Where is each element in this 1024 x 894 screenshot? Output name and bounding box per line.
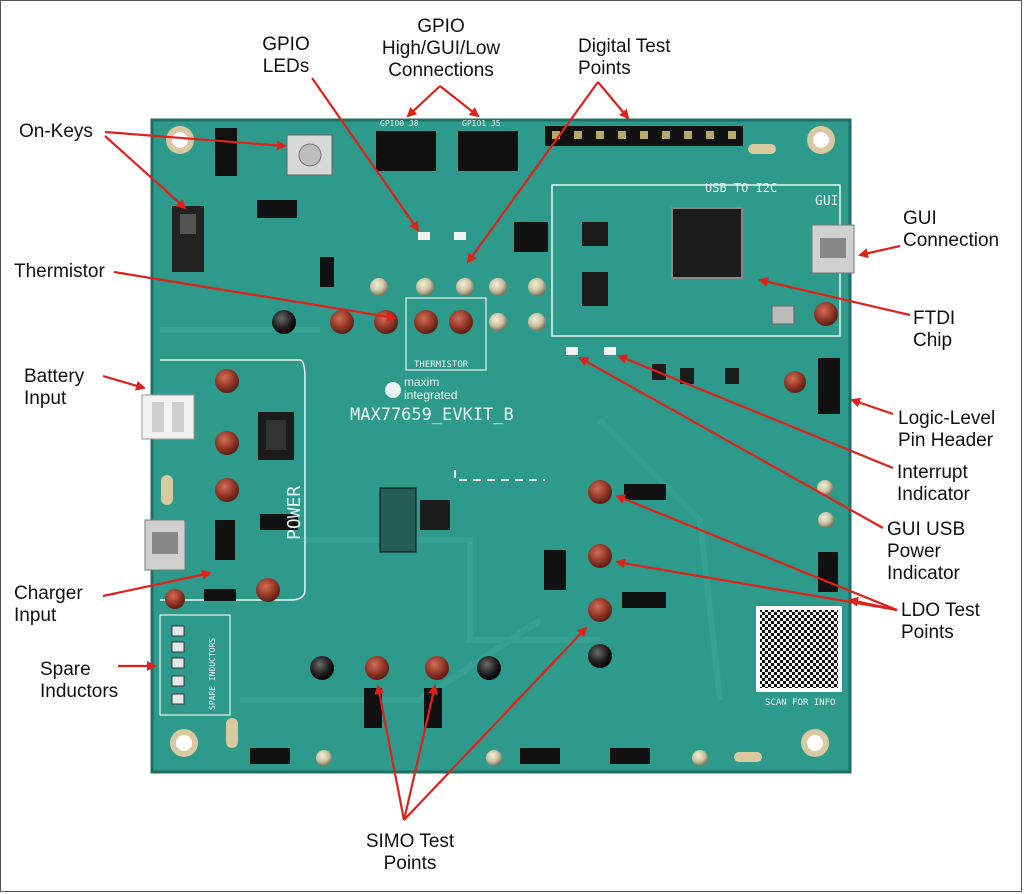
label-battery-input: Battery Input — [24, 366, 85, 409]
leds — [418, 232, 616, 355]
scan-for-info-silk: SCAN FOR INFO — [765, 698, 835, 708]
label-ftdi-chip: FTDI Chip — [913, 308, 956, 351]
label-gui-connection: GUI Connection — [903, 208, 1000, 251]
thermistor-silk: THERMISTOR — [414, 360, 469, 370]
brand-silk-1: maxim — [404, 375, 439, 389]
label-spare-inductors: Spare Inductors — [40, 659, 119, 702]
label-simo-test-points: SIMO Test Points — [365, 831, 455, 874]
gui-silk: GUI — [815, 194, 838, 209]
label-thermistor: Thermistor — [14, 261, 105, 282]
ftdi-chip — [671, 207, 743, 279]
label-digital-test-points: Digital Test Points — [578, 36, 671, 79]
label-gpio-leds: GPIO LEDs — [262, 34, 310, 77]
label-logic-level: Logic-Level Pin Header — [898, 408, 996, 451]
label-gpio-connections: GPIO High/GUI/Low Connections — [381, 16, 501, 81]
power-silk: POWER — [284, 486, 305, 540]
label-charger-input: Charger Input — [14, 583, 83, 626]
label-on-keys: On-Keys — [19, 121, 93, 142]
spare-inductors-silk: SPARE INDUCTORS — [208, 638, 217, 710]
board-name-silk: MAX77659_EVKIT_B — [350, 405, 514, 425]
label-gui-usb-power: GUI USB Power Indicator — [887, 519, 966, 584]
brand-silk-2: integrated — [404, 388, 457, 402]
usb-to-i2c-silk: USB TO I2C — [705, 181, 777, 195]
label-ldo-test-points: LDO Test Points — [901, 600, 980, 643]
label-interrupt-indicator: Interrupt Indicator — [897, 462, 970, 505]
battery-connector — [141, 394, 195, 440]
